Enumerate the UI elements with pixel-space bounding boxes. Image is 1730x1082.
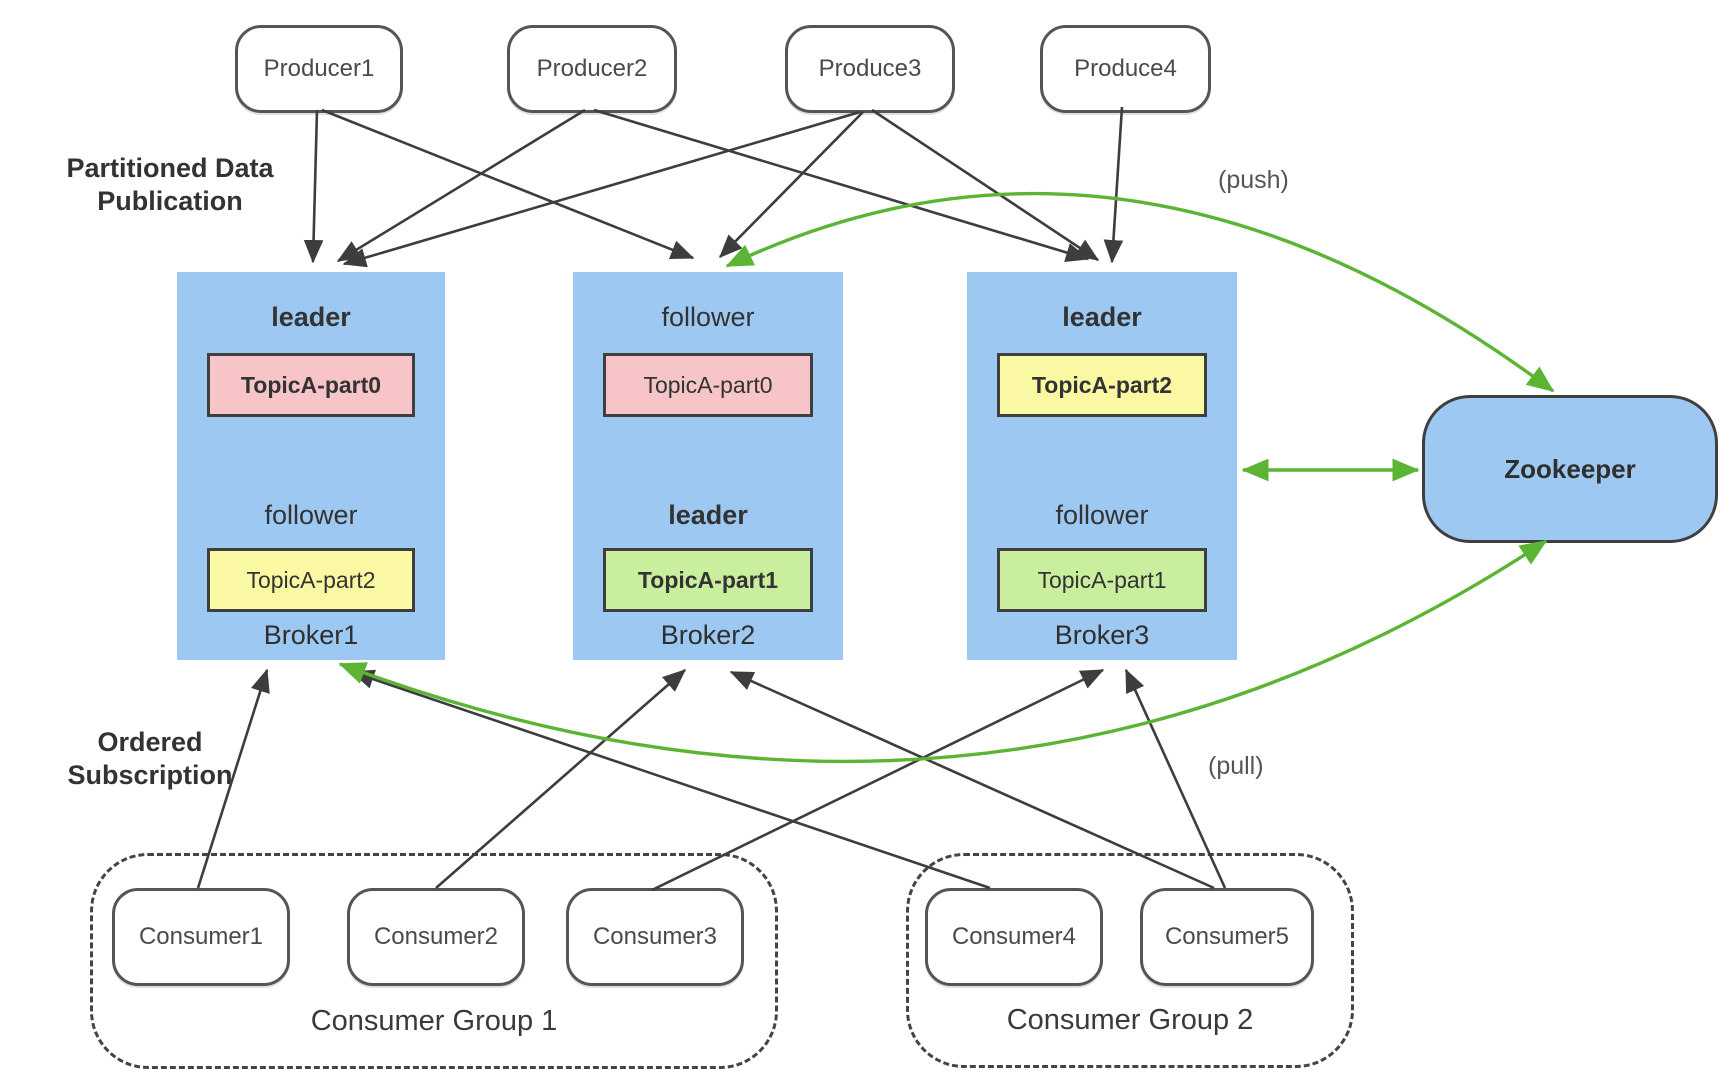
broker2-node: follower TopicA-part0 leader TopicA-part…	[573, 272, 843, 660]
broker1-role-bottom: follower	[264, 500, 358, 530]
pull-label: (pull)	[1208, 752, 1264, 780]
broker3-partition-top: TopicA-part2	[997, 353, 1207, 417]
zookeeper-label: Zookeeper	[1504, 453, 1636, 484]
broker3-node: leader TopicA-part2 follower TopicA-part…	[967, 272, 1237, 660]
producer4-label: Produce4	[1074, 55, 1177, 82]
broker1-role-top: leader	[271, 302, 351, 332]
broker2-role-bottom: leader	[668, 500, 748, 530]
zookeeper-node: Zookeeper	[1422, 395, 1718, 543]
edge-producer1-broker2	[321, 108, 695, 260]
ordered-subscription-label: Ordered Subscription	[67, 727, 233, 790]
edge-pull-broker1-zookeeper	[338, 539, 1548, 764]
producer4-node: Produce4	[1040, 25, 1211, 113]
edge-producer3-broker1	[342, 110, 861, 268]
consumer2-node: Consumer2	[347, 888, 525, 986]
edge-producer1-broker1	[303, 109, 324, 264]
broker1-partition-top: TopicA-part0	[207, 353, 415, 417]
consumer4-node: Consumer4	[925, 888, 1103, 986]
broker3-role-top: leader	[1062, 302, 1142, 332]
producer3-label: Produce3	[818, 55, 922, 82]
edge-producer3-broker2	[719, 111, 864, 258]
broker3-role-bottom: follower	[1055, 500, 1149, 530]
producer1-node: Producer1	[235, 25, 403, 113]
consumer-group1-label: Consumer Group 1	[310, 1005, 558, 1037]
partitioned-data-publication-label: Partitioned Data Publication	[66, 153, 274, 216]
broker1-partition-bottom: TopicA-part2	[207, 548, 415, 612]
edge-producer4-broker3	[1103, 106, 1124, 264]
producer2-node: Producer2	[507, 25, 677, 113]
consumer3-node: Consumer3	[566, 888, 744, 986]
broker1-name: Broker1	[263, 620, 359, 650]
edge-producer2-broker1	[336, 108, 586, 263]
consumer1-node: Consumer1	[112, 888, 290, 986]
producer1-label: Producer1	[263, 55, 375, 82]
broker3-name: Broker3	[1054, 620, 1150, 650]
consumer5-node: Consumer5	[1140, 888, 1314, 986]
broker2-name: Broker2	[660, 620, 756, 650]
broker2-partition-top: TopicA-part0	[603, 353, 813, 417]
broker2-partition-bottom: TopicA-part1	[603, 548, 813, 612]
edge-producer2-broker3	[593, 108, 1090, 263]
broker2-role-top: follower	[661, 302, 755, 332]
producer2-label: Producer2	[536, 55, 648, 82]
broker3-partition-bottom: TopicA-part1	[997, 548, 1207, 612]
push-label: (push)	[1218, 166, 1289, 194]
consumer-group2-label: Consumer Group 2	[1006, 1004, 1254, 1036]
broker1-node: leader TopicA-part0 follower TopicA-part…	[177, 272, 445, 660]
edge-producer3-broker3	[871, 108, 1100, 262]
producer3-node: Produce3	[785, 25, 955, 113]
